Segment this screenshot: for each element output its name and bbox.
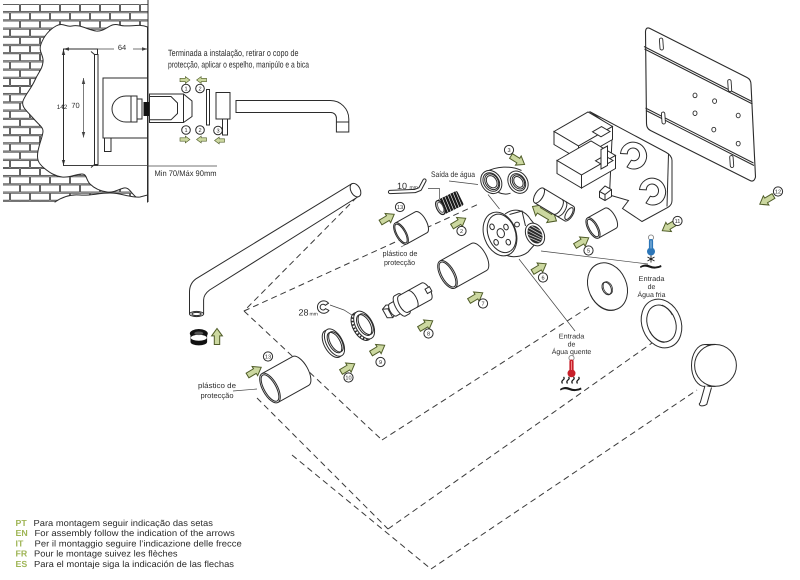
- svg-text:de: de: [568, 340, 576, 348]
- svg-text:2: 2: [198, 128, 201, 134]
- svg-text:8: 8: [427, 332, 430, 338]
- svg-text:13: 13: [397, 205, 403, 211]
- svg-text:IT: IT: [16, 538, 24, 548]
- svg-text:FR: FR: [16, 549, 28, 559]
- svg-text:protecção: protecção: [201, 391, 234, 400]
- svg-text:ES: ES: [16, 559, 28, 569]
- svg-text:10: 10: [397, 181, 407, 191]
- svg-text:EN: EN: [16, 528, 28, 538]
- svg-text:Min 70/Máx 90mm: Min 70/Máx 90mm: [155, 169, 217, 178]
- svg-text:28: 28: [299, 308, 309, 318]
- svg-text:2: 2: [198, 87, 201, 93]
- svg-text:2: 2: [460, 229, 463, 235]
- svg-text:1: 1: [184, 128, 187, 134]
- svg-text:10: 10: [345, 376, 351, 382]
- svg-text:Para montagem seguir indicação: Para montagem seguir indicação das setas: [34, 518, 214, 528]
- svg-text:3: 3: [216, 129, 219, 135]
- svg-text:PT: PT: [16, 518, 28, 528]
- svg-text:protecção: protecção: [384, 258, 415, 267]
- svg-text:Para el montaje siga la indica: Para el montaje siga la indicación de la…: [34, 559, 235, 569]
- svg-text:Per il montaggio seguire l’ind: Per il montaggio seguire l’indicazione d…: [35, 538, 242, 548]
- svg-text:1: 1: [184, 87, 187, 93]
- svg-text:7: 7: [481, 302, 484, 308]
- svg-text:Entrada: Entrada: [639, 275, 665, 283]
- svg-text:6: 6: [541, 276, 544, 282]
- svg-text:plástico de: plástico de: [383, 249, 418, 258]
- svg-text:9: 9: [379, 360, 382, 366]
- svg-text:plástico de: plástico de: [198, 381, 236, 390]
- svg-text:12: 12: [775, 190, 781, 196]
- svg-text:Saída de água: Saída de água: [431, 170, 475, 179]
- svg-text:For assembly follow the indica: For assembly follow the indication of th…: [35, 528, 236, 538]
- svg-text:13: 13: [265, 355, 271, 361]
- svg-text:de: de: [648, 283, 656, 291]
- svg-text:5: 5: [587, 249, 590, 255]
- svg-text:70: 70: [71, 101, 79, 110]
- svg-text:Terminada a instalação, retir: Terminada a instalação, retirar o copo d…: [168, 48, 299, 58]
- svg-text:64: 64: [118, 43, 126, 52]
- svg-text:3: 3: [507, 148, 510, 154]
- svg-text:mm: mm: [410, 185, 418, 191]
- svg-text:Entrada: Entrada: [559, 332, 585, 340]
- svg-text:Pour le montage suivez les flè: Pour le montage suivez les flèches: [34, 549, 178, 559]
- svg-text:142: 142: [57, 104, 68, 111]
- svg-text:Água fria: Água fria: [638, 290, 666, 299]
- svg-text:mm: mm: [310, 312, 318, 318]
- svg-text:protecção, aplicar o espelho,: protecção, aplicar o espelho, manipúlo e…: [168, 59, 309, 69]
- svg-text:Água quente: Água quente: [552, 347, 592, 356]
- svg-text:11: 11: [675, 219, 681, 225]
